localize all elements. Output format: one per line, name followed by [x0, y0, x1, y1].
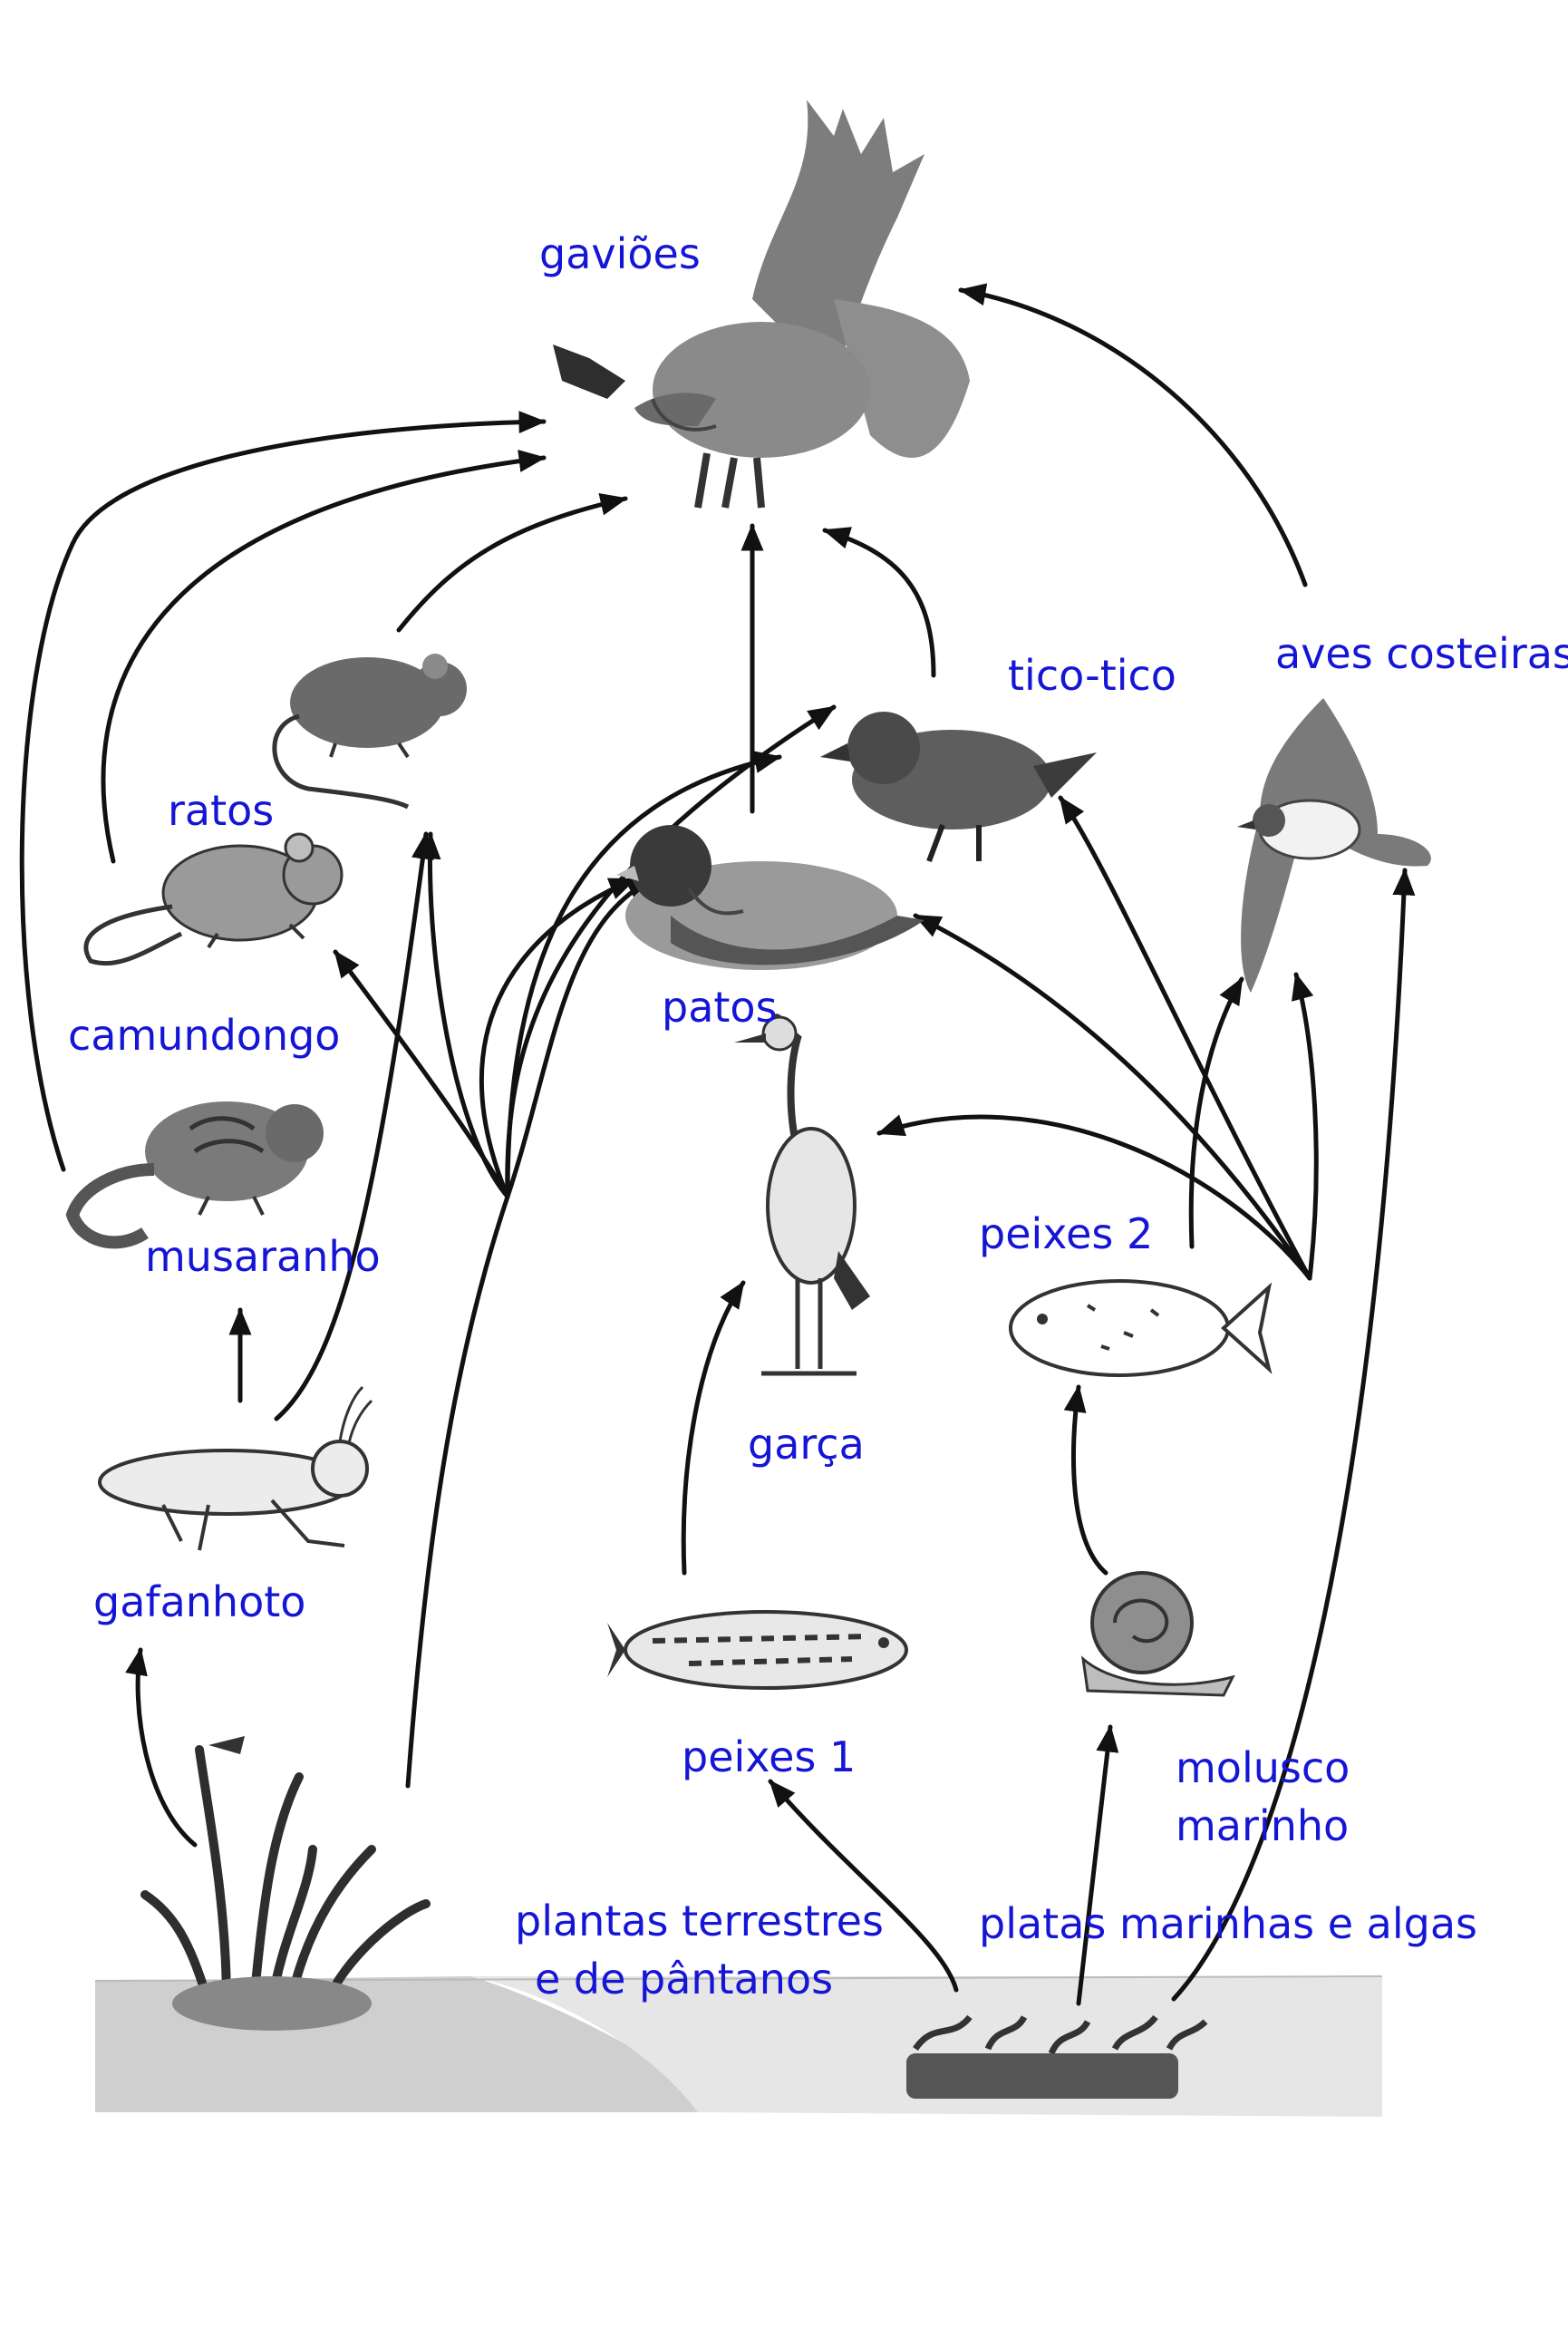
arrow-marine-snail — [1076, 1724, 1119, 2006]
label-fish2: peixes 2 — [979, 1209, 1154, 1258]
fish-icon — [607, 1610, 908, 1690]
label-mollusc: molusco marinho — [1176, 1739, 1350, 1855]
arrow-plants-mouse — [333, 949, 510, 1789]
arrow-plants-duck — [505, 877, 655, 1199]
arrow-snail-fish2 — [1063, 1384, 1108, 1576]
label-mouse: camundongo — [68, 1011, 341, 1060]
arrow-plants-rat — [418, 831, 510, 1199]
arrow-plants-sparrow-2 — [505, 704, 837, 1199]
arrow-marine-fish1 — [768, 1779, 959, 1993]
arrow-snail-heron — [876, 1114, 1312, 1281]
label-fish1: peixes 1 — [682, 1732, 857, 1781]
sparrow-icon — [820, 712, 1097, 863]
arrow-shrew-hawk — [19, 411, 547, 1172]
arrow-plants-sparrow — [505, 751, 782, 1199]
label-marine-plants: platas marinhas e algas — [979, 1899, 1478, 1948]
label-ducks: patos — [662, 983, 778, 1032]
label-mollusc-line1: molusco — [1176, 1743, 1350, 1792]
fish-icon — [1009, 1279, 1273, 1377]
label-land-plants-line1: plantas terrestres — [515, 1897, 884, 1945]
label-land-plants-line2: e de pântanos — [535, 1955, 834, 2003]
label-shrew: musaranho — [145, 1232, 381, 1281]
seaweed-icon — [906, 2014, 1208, 2099]
arrow-sparrow-hawk — [822, 527, 936, 678]
arrow-snail-shorebird — [1291, 972, 1319, 1281]
duck-icon — [616, 825, 924, 970]
arrow-plants-grasshopper — [125, 1647, 198, 1848]
label-heron: garça — [748, 1420, 865, 1469]
label-sparrow: tico-tico — [1008, 651, 1176, 700]
hawk-icon — [553, 100, 970, 509]
grass-icon — [140, 1736, 431, 2031]
label-shorebirds: aves costeiras — [1275, 629, 1568, 678]
arrow-plants-duck-2 — [479, 877, 637, 1199]
arrow-grasshopper-rat — [274, 831, 434, 1421]
feeding-arrows — [19, 283, 1416, 2006]
label-mollusc-line2: marinho — [1176, 1801, 1350, 1850]
arrow-rat-hawk — [396, 493, 628, 633]
label-land-plants: plantas terrestres e de pântanos — [515, 1892, 884, 2008]
rat-icon — [272, 654, 467, 810]
arrow-mouse-hawk — [101, 450, 547, 864]
organisms — [65, 100, 1431, 2099]
arrow-fish2-shorebird — [1188, 976, 1244, 1249]
shorebird-icon — [1237, 698, 1431, 993]
label-rats: ratos — [168, 786, 275, 835]
arrow-snail-duck — [913, 913, 1312, 1281]
grasshopper-icon — [98, 1385, 373, 1551]
arrow-snail-sparrow — [1058, 795, 1312, 1281]
arrow-marine-shorebird — [1171, 868, 1416, 2002]
arrow-shorebird-hawk — [958, 283, 1308, 587]
mouse-icon — [83, 832, 344, 966]
arrow-fish1-heron — [681, 1280, 746, 1576]
snail-icon — [1080, 1571, 1235, 1697]
shrew-icon — [65, 1101, 324, 1249]
label-grasshopper: gafanhoto — [93, 1577, 306, 1626]
heron-icon — [734, 1014, 870, 1376]
label-hawks: gaviões — [539, 229, 701, 278]
